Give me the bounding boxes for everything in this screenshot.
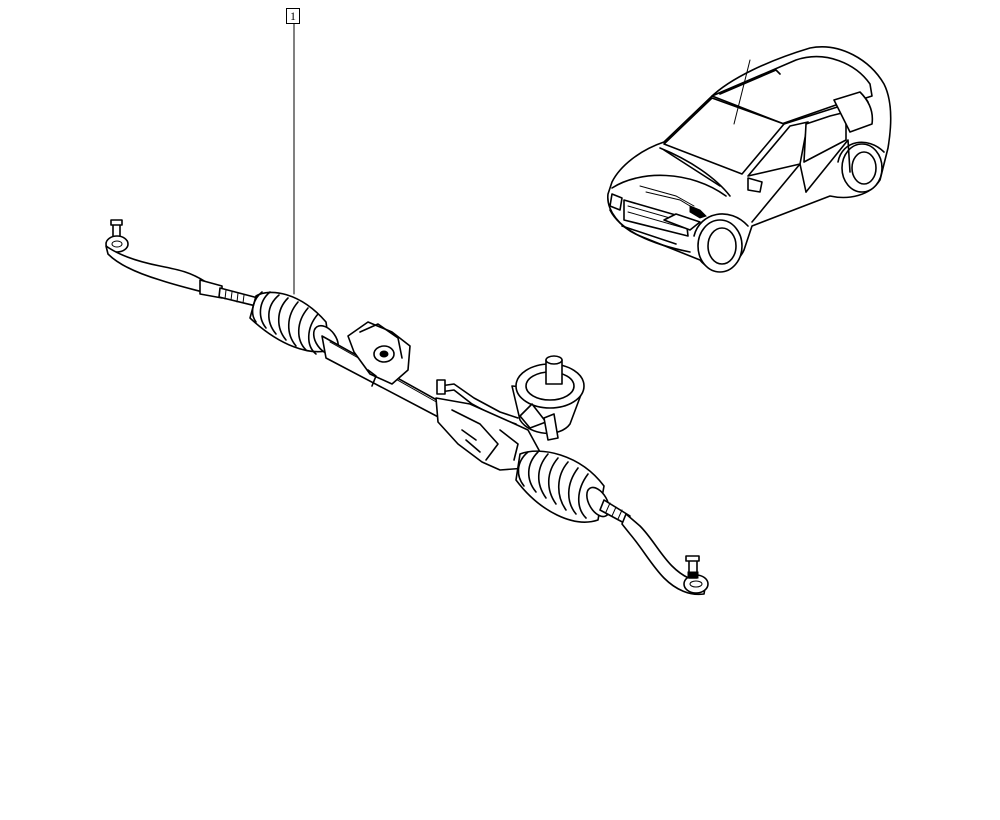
right-tie-rod-end <box>621 513 707 596</box>
hydraulic-line <box>439 383 519 419</box>
left-ball-stud <box>105 219 129 253</box>
right-bellows-boot <box>515 450 610 523</box>
suv-locator-illustration <box>607 46 892 273</box>
mounting-bracket <box>347 321 411 387</box>
left-tie-rod-end <box>105 245 211 295</box>
steering-rack-illustration <box>105 219 709 596</box>
right-ball-stud <box>683 555 709 594</box>
pinion-cylinder <box>511 355 585 441</box>
pinion-valve-housing <box>435 397 541 471</box>
part-callout-label: 1 <box>286 8 300 24</box>
